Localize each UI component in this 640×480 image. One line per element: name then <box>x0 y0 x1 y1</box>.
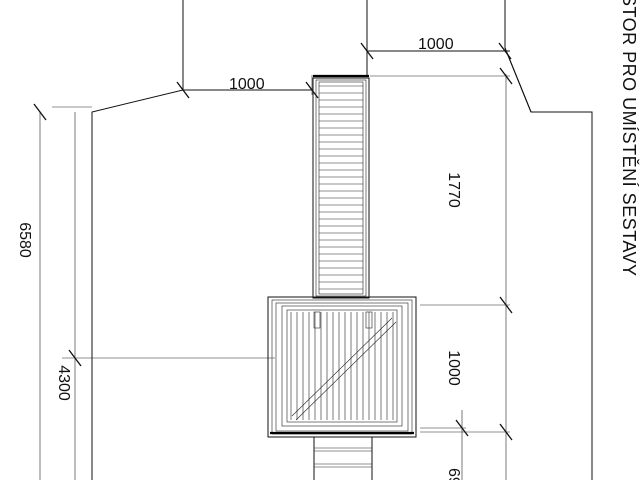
left-dimension-lines <box>33 103 275 480</box>
platform-slats <box>290 312 394 420</box>
dim-bottom-partial: 69 <box>445 468 462 480</box>
slide-slats <box>319 85 363 290</box>
safety-zone-outline <box>91 0 593 480</box>
dim-left-offset: 1000 <box>229 76 265 93</box>
dim-slide-length: 1770 <box>445 172 462 208</box>
slide-chute <box>312 74 370 299</box>
dim-total-height: 6580 <box>16 222 33 258</box>
right-dimension-lines <box>370 67 513 480</box>
dim-platform-length: 1000 <box>445 350 462 386</box>
ladder <box>313 437 373 480</box>
top-dimension-ticks <box>176 42 512 99</box>
dim-top-right: 1000 <box>418 36 454 53</box>
platform-tower <box>267 296 417 438</box>
dim-lower-height: 4300 <box>55 365 72 401</box>
drawing-title: STOR PRO UMÍSTĚNÍ SESTAVY <box>619 0 639 277</box>
